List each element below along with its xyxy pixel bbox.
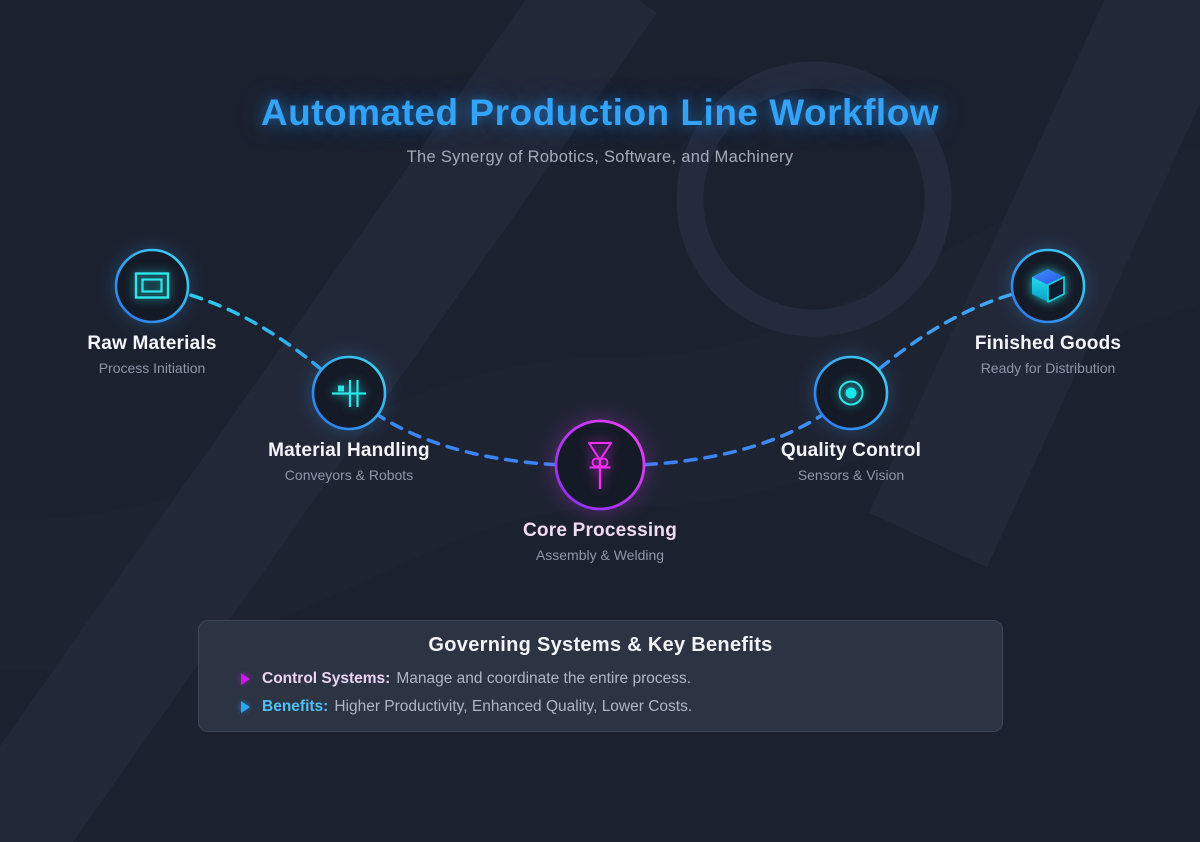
step-label: Core Processing	[523, 520, 677, 541]
panel-title: Governing Systems & Key Benefits	[428, 634, 773, 656]
step-label: Raw Materials	[87, 333, 217, 354]
header: Automated Production Line Workflow The S…	[0, 0, 1200, 167]
blue-play-icon	[241, 701, 250, 713]
step-circle	[114, 248, 190, 324]
workflow-step-quality-control: Quality Control Sensors & Vision	[736, 355, 966, 483]
magenta-play-icon	[241, 673, 250, 685]
governing-systems-panel: Governing Systems & Key Benefits Control…	[198, 620, 1003, 732]
step-circle	[311, 355, 387, 431]
sensor-eye-icon	[838, 380, 864, 406]
page-subtitle: The Synergy of Robotics, Software, and M…	[406, 148, 794, 166]
step-sublabel: Sensors & Vision	[797, 467, 905, 483]
step-label: Quality Control	[780, 440, 922, 461]
conveyor-icon	[332, 380, 366, 407]
list-item-benefits: Benefits: Higher Productivity, Enhanced …	[241, 698, 1002, 716]
page-title: Automated Production Line Workflow	[260, 92, 940, 133]
item-label: Control Systems:	[262, 670, 391, 687]
step-sublabel: Process Initiation	[98, 360, 206, 376]
welder-arm-icon	[588, 442, 612, 489]
workflow-step-finished-goods: Finished Goods Ready for Distribution	[933, 248, 1163, 376]
panel-list: Control Systems: Manage and coordinate t…	[199, 670, 1002, 716]
item-text: Manage and coordinate the entire process…	[396, 670, 692, 687]
step-circle	[813, 355, 889, 431]
step-sublabel: Conveyors & Robots	[284, 467, 414, 483]
step-sublabel: Assembly & Welding	[535, 547, 665, 563]
workflow-step-core-processing: Core Processing Assembly & Welding	[485, 419, 715, 563]
list-item-control-systems: Control Systems: Manage and coordinate t…	[241, 670, 1002, 688]
item-text: Higher Productivity, Enhanced Quality, L…	[334, 698, 693, 715]
item-label: Benefits:	[262, 698, 329, 715]
step-circle	[1010, 248, 1086, 324]
step-label: Material Handling	[268, 440, 430, 461]
step-sublabel: Ready for Distribution	[980, 360, 1116, 376]
cube-icon	[1032, 269, 1065, 303]
workflow-step-material-handling: Material Handling Conveyors & Robots	[234, 355, 464, 483]
raw-sheet-icon	[134, 272, 170, 299]
workflow-step-raw-materials: Raw Materials Process Initiation	[37, 248, 267, 376]
step-circle	[554, 419, 646, 511]
step-label: Finished Goods	[974, 333, 1122, 354]
